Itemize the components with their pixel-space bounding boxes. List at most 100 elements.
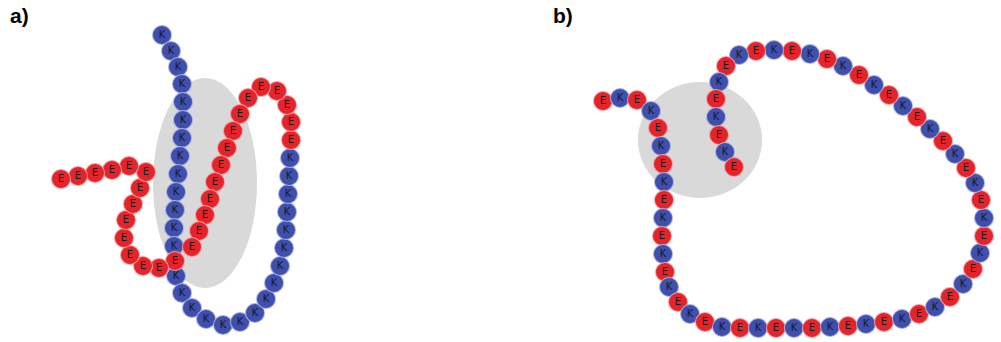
residue-letter: E bbox=[212, 177, 218, 187]
residue-letter: E bbox=[978, 195, 984, 205]
residue-letter: E bbox=[675, 297, 681, 307]
residue-letter: K bbox=[716, 77, 723, 87]
residue-letter: E bbox=[963, 163, 969, 173]
residue-letter: K bbox=[687, 309, 694, 319]
residue-letter: E bbox=[662, 267, 668, 277]
residue-letter: K bbox=[661, 177, 668, 187]
residue-bead: E bbox=[746, 41, 766, 61]
residue-letter: K bbox=[173, 187, 180, 197]
residue-letter: K bbox=[972, 178, 979, 188]
residue-letter: K bbox=[179, 288, 186, 298]
panel-label: b) bbox=[553, 4, 573, 28]
residue-bead: E bbox=[114, 228, 134, 248]
residue-letter: E bbox=[723, 61, 729, 71]
residue-letter: E bbox=[914, 112, 920, 122]
residue-letter: E bbox=[127, 250, 133, 260]
residue-letter: E bbox=[824, 54, 830, 64]
residue-letter: K bbox=[660, 249, 667, 259]
residue-letter: E bbox=[126, 161, 132, 171]
residue-letter: K bbox=[840, 61, 847, 71]
residue-letter: K bbox=[960, 279, 967, 289]
residue-letter: K bbox=[736, 50, 743, 60]
residue-letter: E bbox=[245, 93, 251, 103]
residue-letter: E bbox=[172, 256, 178, 266]
residue-bead: K bbox=[820, 317, 840, 337]
residue-bead: E bbox=[974, 226, 994, 246]
residue-bead: E bbox=[119, 156, 139, 176]
residue-letter: K bbox=[722, 147, 729, 157]
residue-letter: K bbox=[173, 271, 180, 281]
residue-bead: E bbox=[648, 118, 668, 138]
residue-letter: E bbox=[258, 82, 264, 92]
residue-bead: K bbox=[706, 107, 726, 127]
residue-bead: K bbox=[270, 256, 290, 276]
residue-letter: K bbox=[252, 308, 259, 318]
residue-bead: K bbox=[974, 208, 994, 228]
residue-bead: E bbox=[653, 154, 673, 174]
residue-letter: K bbox=[179, 133, 186, 143]
residue-letter: E bbox=[143, 167, 149, 177]
residue-bead: K bbox=[264, 273, 284, 293]
residue-letter: K bbox=[791, 323, 798, 333]
residue-letter: K bbox=[952, 149, 959, 159]
residue-letter: E bbox=[196, 226, 202, 236]
residue-letter: K bbox=[900, 101, 907, 111]
residue-letter: E bbox=[224, 143, 230, 153]
residue-letter: E bbox=[202, 210, 208, 220]
residue-letter: E bbox=[731, 162, 737, 172]
residue-letter: K bbox=[189, 303, 196, 313]
residue-letter: E bbox=[655, 123, 661, 133]
residue-letter: E bbox=[856, 70, 862, 80]
residue-bead: K bbox=[165, 200, 185, 220]
residue-bead: K bbox=[970, 243, 990, 263]
residue-letter: E bbox=[237, 109, 243, 119]
residue-letter: E bbox=[58, 174, 64, 184]
residue-bead: E bbox=[102, 160, 122, 180]
residue-letter: K bbox=[827, 322, 834, 332]
residue-letter: E bbox=[75, 171, 81, 181]
residue-letter: E bbox=[218, 160, 224, 170]
residue-letter: E bbox=[753, 46, 759, 56]
panel-label: a) bbox=[10, 4, 29, 28]
residue-letter: E bbox=[845, 321, 851, 331]
residue-letter: K bbox=[175, 62, 182, 72]
residue-bead: K bbox=[764, 40, 784, 60]
grey-region bbox=[638, 82, 762, 198]
residue-letter: E bbox=[207, 194, 213, 204]
residue-letter: E bbox=[809, 323, 815, 333]
residue-letter: K bbox=[977, 248, 984, 258]
residue-letter: E bbox=[288, 117, 294, 127]
residue-letter: E bbox=[600, 96, 606, 106]
residue-bead: K bbox=[166, 182, 186, 202]
residue-letter: K bbox=[277, 261, 284, 271]
residue-letter: K bbox=[179, 79, 186, 89]
residue-bead: E bbox=[120, 245, 140, 265]
residue-letter: E bbox=[660, 159, 666, 169]
residue-bead: K bbox=[170, 146, 190, 166]
residue-bead: K bbox=[164, 218, 184, 238]
residue-letter: E bbox=[661, 195, 667, 205]
residue-bead: E bbox=[654, 190, 674, 210]
residue-letter: K bbox=[180, 97, 187, 107]
residue-bead: K bbox=[784, 318, 804, 338]
residue-letter: K bbox=[237, 317, 244, 327]
residue-letter: K bbox=[180, 115, 187, 125]
residue-bead: K bbox=[712, 317, 732, 337]
residue-bead: E bbox=[782, 41, 802, 61]
residue-letter: K bbox=[617, 93, 624, 103]
residue-bead: K bbox=[168, 164, 188, 184]
residue-letter: E bbox=[284, 100, 290, 110]
residue-bead: E bbox=[51, 169, 71, 189]
residue-letter: E bbox=[109, 165, 115, 175]
residue-bead: E bbox=[971, 190, 991, 210]
residue-bead: K bbox=[653, 244, 673, 264]
residue-bead: E bbox=[652, 226, 672, 246]
residue-letter: E bbox=[773, 323, 779, 333]
residue-bead: K bbox=[654, 172, 674, 192]
residue-bead: E bbox=[817, 49, 837, 69]
residue-letter: K bbox=[263, 294, 270, 304]
residue-letter: K bbox=[271, 278, 278, 288]
residue-letter: K bbox=[871, 80, 878, 90]
residue-bead: E bbox=[182, 237, 202, 257]
residue-bead: E bbox=[706, 89, 726, 109]
